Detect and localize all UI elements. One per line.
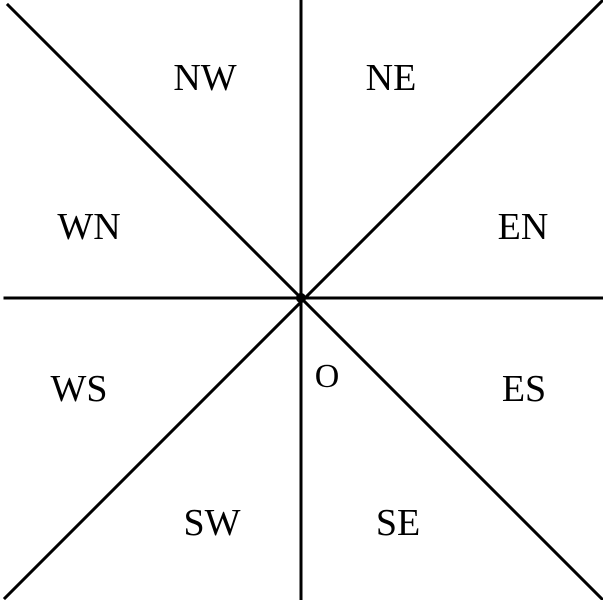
region-label-ws: WS	[51, 368, 108, 410]
region-label-es: ES	[502, 368, 546, 410]
region-label-ne: NE	[366, 57, 417, 99]
region-label-sw: SW	[184, 502, 241, 544]
region-label-nw: NW	[173, 57, 236, 99]
origin-point	[296, 293, 306, 303]
origin-label: O	[315, 358, 340, 395]
region-label-se: SE	[376, 502, 420, 544]
region-label-en: EN	[498, 206, 549, 248]
diagonal-nw-se	[5, 2, 603, 600]
region-label-wn: WN	[57, 206, 120, 248]
